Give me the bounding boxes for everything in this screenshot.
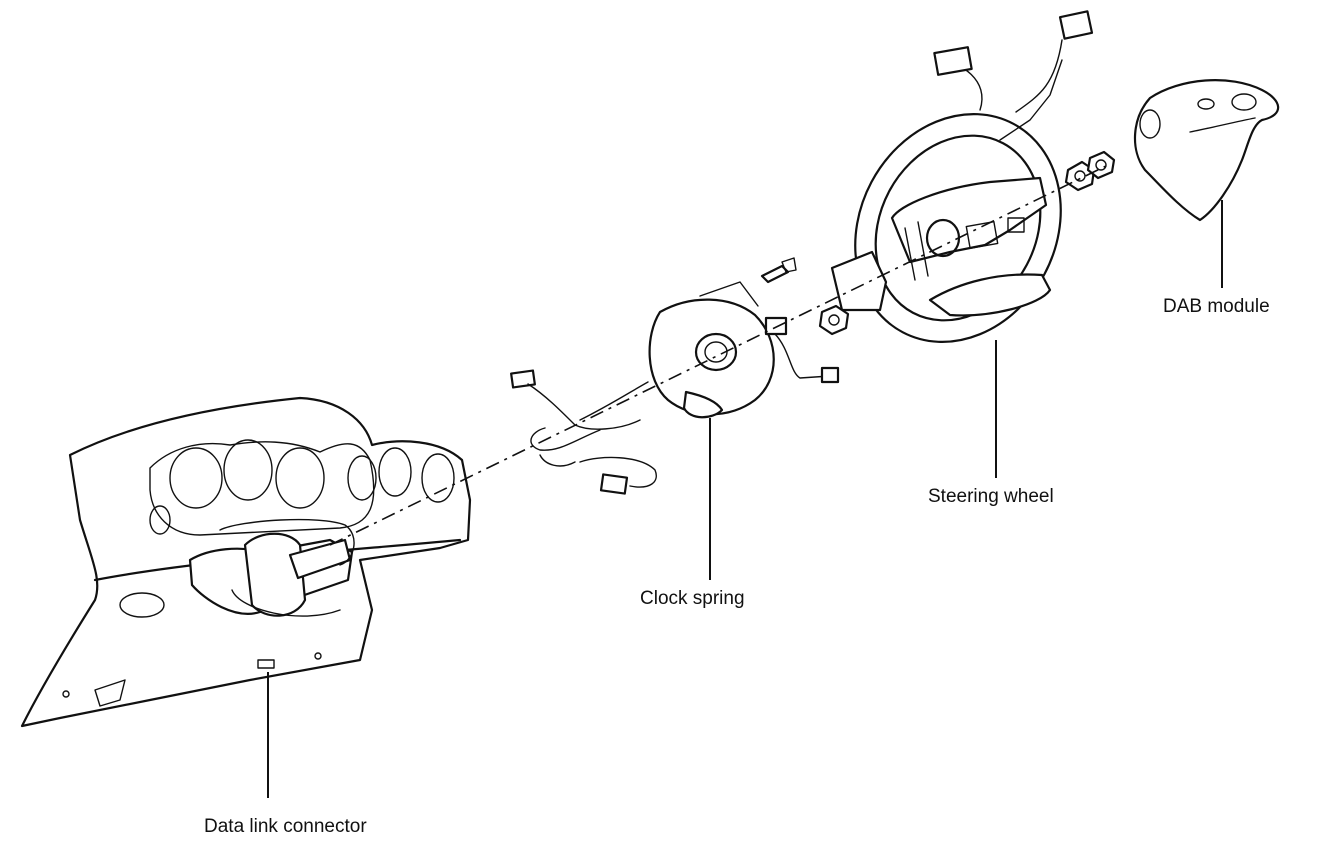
steering-column: [188, 518, 355, 617]
steering-wheel: [830, 10, 1094, 343]
wiring-harness: [510, 369, 657, 495]
screw: [760, 257, 797, 284]
clock-spring-label: Clock spring: [640, 588, 745, 609]
dab-module: [1133, 79, 1280, 222]
dab-module-label: DAB module: [1163, 296, 1270, 317]
data-link-connector-label: Data link connector: [204, 816, 367, 837]
clock-spring: [579, 281, 840, 421]
steering-wheel-label: Steering wheel: [928, 486, 1054, 507]
